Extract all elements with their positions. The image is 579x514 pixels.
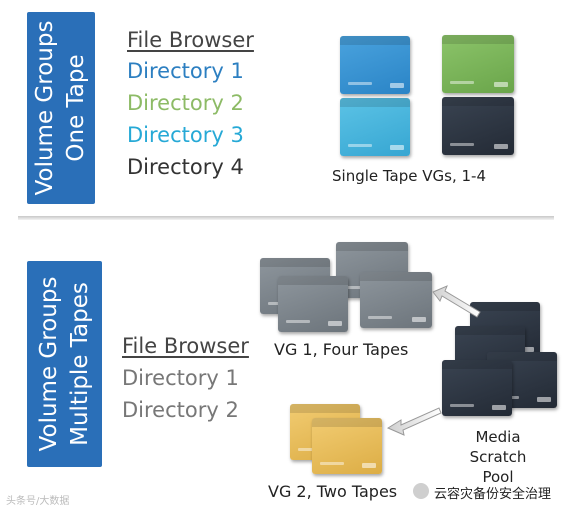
- top-directory-3: Directory 3: [127, 123, 244, 147]
- tape-green: [442, 35, 514, 93]
- watermark-right: 云容灾备份安全治理: [434, 487, 552, 502]
- top-directory-4: Directory 4: [127, 155, 244, 179]
- top-directory-2: Directory 2: [127, 91, 244, 115]
- tape-navy: [442, 97, 514, 155]
- watermark-left: 头条号/大数据: [6, 496, 70, 507]
- vg1-caption: VG 1, Four Tapes: [274, 340, 409, 359]
- scratch-pool-caption: Media Scratch Pool: [469, 428, 527, 486]
- arrow-to-vg1: [432, 285, 481, 318]
- arrow-to-vg2: [386, 407, 442, 436]
- file-browser-title-bottom: File Browser: [122, 334, 249, 358]
- bottom-directory-2: Directory 2: [122, 398, 239, 422]
- tape-cyan: [340, 98, 410, 156]
- wechat-icon: [413, 483, 429, 499]
- bottom-directory-1: Directory 1: [122, 366, 239, 390]
- vg2-caption: VG 2, Two Tapes: [268, 482, 398, 501]
- vg1-tape-3: [360, 272, 432, 328]
- tape-blue: [340, 36, 410, 94]
- vg2-tape-2: [312, 418, 382, 474]
- section-divider: [18, 216, 554, 220]
- one-tape-label-bar: Volume Groups One Tape: [27, 12, 95, 204]
- top-directory-1: Directory 1: [127, 59, 244, 83]
- multi-tape-label: Volume Groups Multiple Tapes: [35, 276, 93, 452]
- vg1-tape-4: [278, 276, 348, 332]
- one-tape-label: Volume Groups One Tape: [32, 20, 89, 196]
- single-tape-caption: Single Tape VGs, 1-4: [332, 167, 487, 185]
- file-browser-title-top: File Browser: [127, 28, 254, 52]
- scratch-tape-4: [442, 360, 512, 416]
- multi-tape-label-bar: Volume Groups Multiple Tapes: [27, 261, 102, 467]
